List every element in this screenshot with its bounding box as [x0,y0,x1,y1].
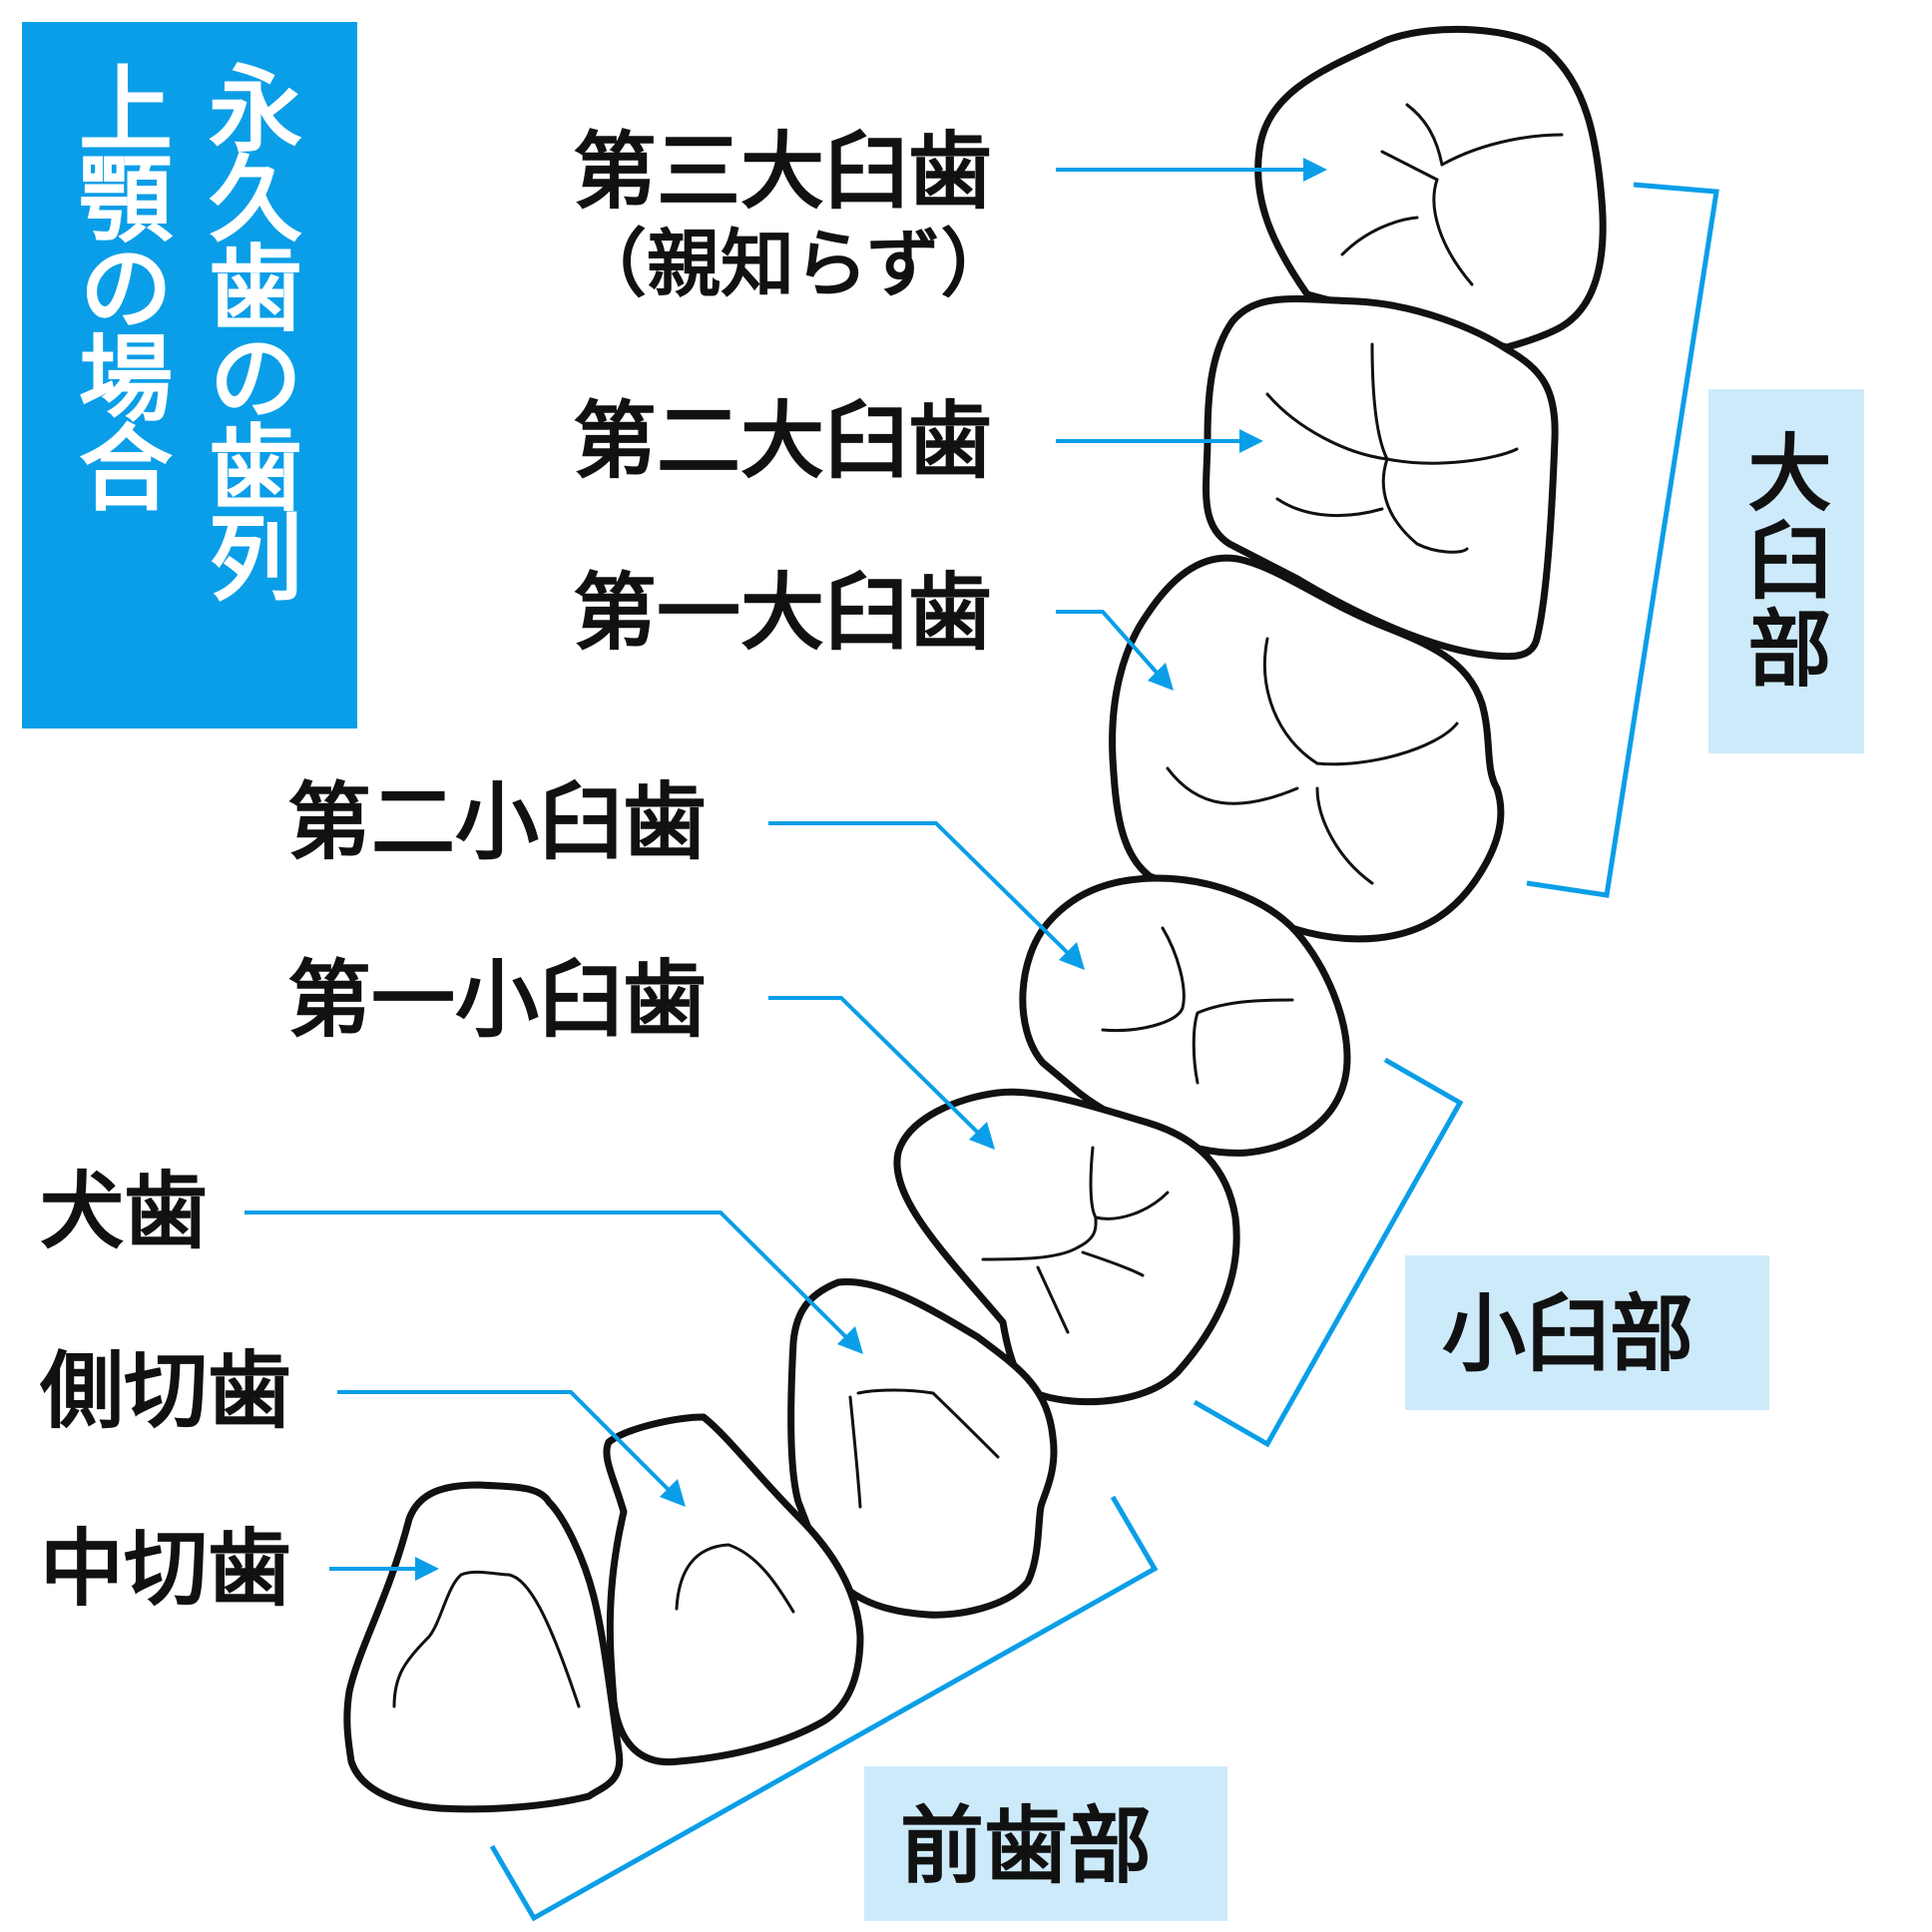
label-lateral-incisor: 側切歯 [40,1342,292,1440]
leader-central-incisor [329,1557,439,1581]
tooth-first-premolar [893,1088,1240,1406]
diagram-title: 永久歯の歯列 [193,60,301,599]
leader-second-molar [1056,429,1263,453]
label-canine: 犬歯 [40,1163,209,1260]
label-third-molar: 第三大臼歯 [573,123,993,221]
tooth-second-premolar [1019,874,1351,1157]
title-box [22,22,357,728]
label-third-molar-note: （親知らず） [573,222,1015,307]
molar-group-label: 大臼部 [1734,429,1832,693]
tooth-second-molar [1203,295,1559,661]
label-central-incisor: 中切歯 [40,1520,292,1618]
leader-canine [244,1210,863,1354]
molar-bracket [1526,182,1719,898]
tooth-third-molar [1254,25,1607,351]
leader-first-premolar [768,996,995,1150]
anterior-bracket [489,1495,1159,1922]
tooth-canine [787,1277,1058,1619]
molar-group-box [1708,389,1864,753]
label-first-molar: 第一大臼歯 [573,564,993,662]
leader-lateral-incisor [337,1390,686,1507]
leader-second-premolar [768,821,1085,970]
premolar-group-label: 小臼部 [1442,1285,1694,1383]
premolar-group-box [1405,1255,1769,1410]
diagram-subtitle: 上顎の場合 [63,60,172,509]
anterior-group-label: 前歯部 [900,1797,1153,1895]
label-first-premolar: 第一小臼歯 [287,951,708,1049]
leader-first-molar [1056,610,1174,691]
tooth-central-incisor [343,1481,624,1813]
premolar-bracket [1193,1057,1464,1448]
tooth-first-molar [1109,554,1505,943]
leader-third-molar [1056,158,1327,182]
anterior-group-box [864,1766,1227,1921]
label-second-premolar: 第二小臼歯 [287,773,708,871]
label-second-molar: 第二大臼歯 [573,392,993,490]
